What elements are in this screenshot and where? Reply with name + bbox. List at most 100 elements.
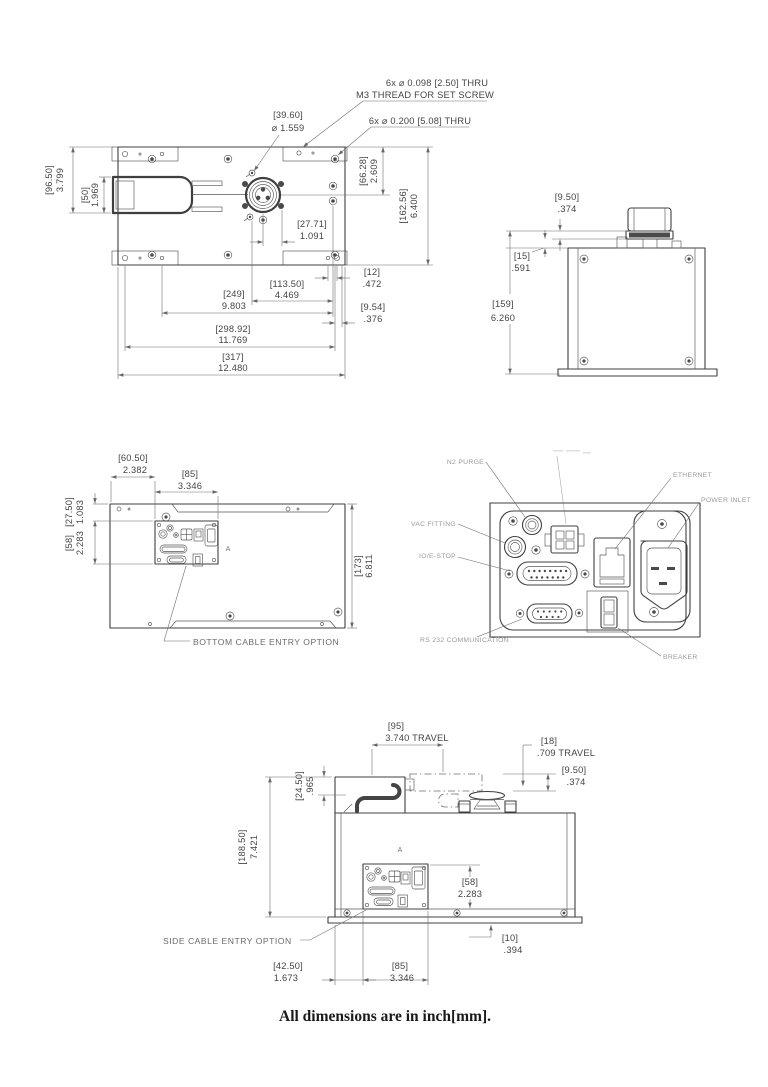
- power-inlet-label: POWER INLET: [701, 497, 751, 504]
- rs232-connector: [515, 603, 584, 624]
- side-cable-entry-label: SIDE CABLE ENTRY OPTION: [163, 936, 292, 946]
- dim-tab-hole-mm: [12]: [364, 267, 380, 277]
- dim-depth-mm: [173]: [353, 555, 363, 577]
- bolt-circle-in: ⌀ 1.559: [272, 123, 305, 133]
- n2-purge-port: [521, 514, 543, 536]
- dim-chuck-mm: [9.50]: [562, 765, 586, 775]
- dim-cap-mm: [9.50]: [555, 192, 579, 202]
- dim-chuck-in: .374: [567, 777, 586, 787]
- dim-height-mm: [188.50]: [237, 829, 247, 864]
- rear-panel-labels: N2 PURGE ETHERNET POWER INLET VAC FITTIN…: [411, 459, 751, 661]
- dim-total-width-in: 12.480: [218, 363, 248, 373]
- vac-fitting-label: VAC FITTING: [411, 521, 456, 528]
- dim-panel-top-in: 1.083: [75, 500, 85, 524]
- section-marker-a-bottom: A: [226, 546, 231, 553]
- dim-panel-height-in: 2.283: [458, 889, 482, 899]
- panel-screw: [531, 545, 541, 555]
- dim-travel-x-mm: [95]: [388, 721, 404, 731]
- rear-panel-geometry: [489, 450, 701, 638]
- dim-panel-left-mm: [42.50]: [273, 961, 303, 971]
- faded-label-marks: [553, 450, 591, 454]
- side-view-geometry: A: [327, 773, 583, 924]
- dim-total-width-mm: [317]: [222, 352, 244, 362]
- dim-panel-left-mm: [60.50]: [118, 453, 148, 463]
- panel-screw: [508, 516, 518, 526]
- slide-block: [334, 776, 415, 814]
- io-estop-label: IO/E-STOP: [419, 553, 456, 560]
- dim-panel-height-in: 2.283: [75, 531, 85, 555]
- dim-panel-left-in: 1.673: [274, 973, 298, 983]
- clamp-slot: [111, 175, 248, 215]
- dim-lid-in: .591: [512, 263, 531, 273]
- io-estop-connector: [504, 561, 590, 586]
- dim-mount-span-mm: [249]: [223, 289, 245, 299]
- callout-set-screw-line1: 6x ⌀ 0.098 [2.50] THRU: [386, 78, 488, 88]
- connector-panel-side: [362, 863, 429, 910]
- dim-panel-width-in: 3.346: [390, 973, 414, 983]
- section-marker-a-side: A: [398, 847, 403, 854]
- bottom-view-geometry: A: [109, 503, 346, 629]
- dim-panel-height-mm: [58]: [462, 877, 478, 887]
- bottom-view-dimensions: [60.50] 2.382 [85] 3.346 [27.50] 1.083 […: [64, 453, 374, 647]
- dim-slot-in: 1.969: [90, 183, 100, 207]
- mount-screws: [147, 154, 340, 260]
- dim-travel-x-in: 3.740 TRAVEL: [385, 733, 449, 743]
- connector-panel-bottom: [154, 520, 219, 567]
- dim-panel-width-mm: [85]: [392, 961, 408, 971]
- stepper-motor: [616, 207, 682, 249]
- dim-edge-offset-mm: [9.54]: [361, 302, 385, 312]
- rotary-table-side: [458, 790, 517, 813]
- dim-mount-span-in: 9.803: [222, 301, 246, 311]
- dim-center-offset-in: 1.091: [300, 231, 324, 241]
- vac-fitting-port: [503, 535, 527, 559]
- rs232-label: RS 232 COMMUNICATION: [420, 637, 509, 644]
- dim-edge-offset-in: .376: [364, 314, 383, 324]
- aux-power-connector: [544, 525, 585, 554]
- rotary-chuck: [242, 169, 284, 222]
- dim-block-in: .965: [305, 777, 315, 796]
- dim-panel-width-mm: [85]: [182, 469, 198, 479]
- dim-panel-left-in: 2.382: [123, 465, 147, 475]
- dim-height-in: 6.260: [491, 313, 515, 323]
- dim-panel-height-mm: [58]: [64, 535, 74, 551]
- breaker-switch: [586, 590, 629, 633]
- front-view-geometry: [557, 207, 718, 377]
- dim-base-in: .394: [504, 945, 523, 955]
- ethernet-jack: [593, 537, 631, 588]
- plan-view-geometry: [111, 146, 348, 266]
- dim-slot-mm: [50]: [80, 187, 90, 203]
- dim-depth-in: 6.811: [364, 554, 374, 578]
- dim-height-mm: [96.50]: [44, 165, 54, 195]
- dim-hole-span-mm: [113.50]: [270, 279, 305, 289]
- dim-travel-z-in: .709 TRAVEL: [537, 748, 595, 758]
- callout-set-screw-line2: M3 THREAD FOR SET SCREW: [356, 90, 494, 100]
- dim-base-mm: [10]: [502, 933, 518, 943]
- plan-view-dimensions: 6x ⌀ 0.098 [2.50] THRU M3 THREAD FOR SET…: [44, 78, 494, 379]
- n2-purge-label: N2 PURGE: [447, 459, 484, 466]
- bolt-circle-mm: [39.60]: [273, 110, 303, 120]
- dim-panel-top-mm: [27.50]: [64, 497, 74, 527]
- ethernet-label: ETHERNET: [673, 472, 712, 479]
- dim-height-in: 3.799: [55, 168, 65, 192]
- dim-outer-span-in: 11.769: [219, 335, 248, 345]
- dim-panel-width-in: 3.346: [178, 481, 202, 491]
- dim-top-to-center-mm: [66.28]: [358, 156, 368, 186]
- dim-full-height-in: 6.400: [409, 194, 419, 218]
- side-view-dimensions: [95] 3.740 TRAVEL [18] .709 TRAVEL [9.50…: [163, 721, 595, 985]
- dim-block-mm: [24.50]: [294, 771, 304, 801]
- dim-outer-span-mm: [298.92]: [215, 324, 250, 334]
- dim-lid-mm: [15]: [514, 251, 530, 261]
- dim-center-offset-mm: [27.71]: [297, 219, 327, 229]
- dim-height-mm: [159]: [492, 299, 514, 309]
- bottom-cable-entry-label: BOTTOM CABLE ENTRY OPTION: [193, 637, 339, 647]
- dim-travel-z-mm: [18]: [541, 736, 557, 746]
- front-view-dimensions: [9.50] .374 [15] .591 [159] 6.260: [491, 192, 627, 375]
- carriage-ghost-position: [409, 773, 483, 808]
- breaker-label: BREAKER: [663, 654, 698, 661]
- dim-height-in: 7.421: [249, 835, 259, 859]
- callout-thru-hole: 6x ⌀ 0.200 [5.08] THRU: [369, 116, 471, 126]
- dim-cap-in: .374: [558, 204, 577, 214]
- dim-top-to-center-in: 2.609: [369, 159, 379, 183]
